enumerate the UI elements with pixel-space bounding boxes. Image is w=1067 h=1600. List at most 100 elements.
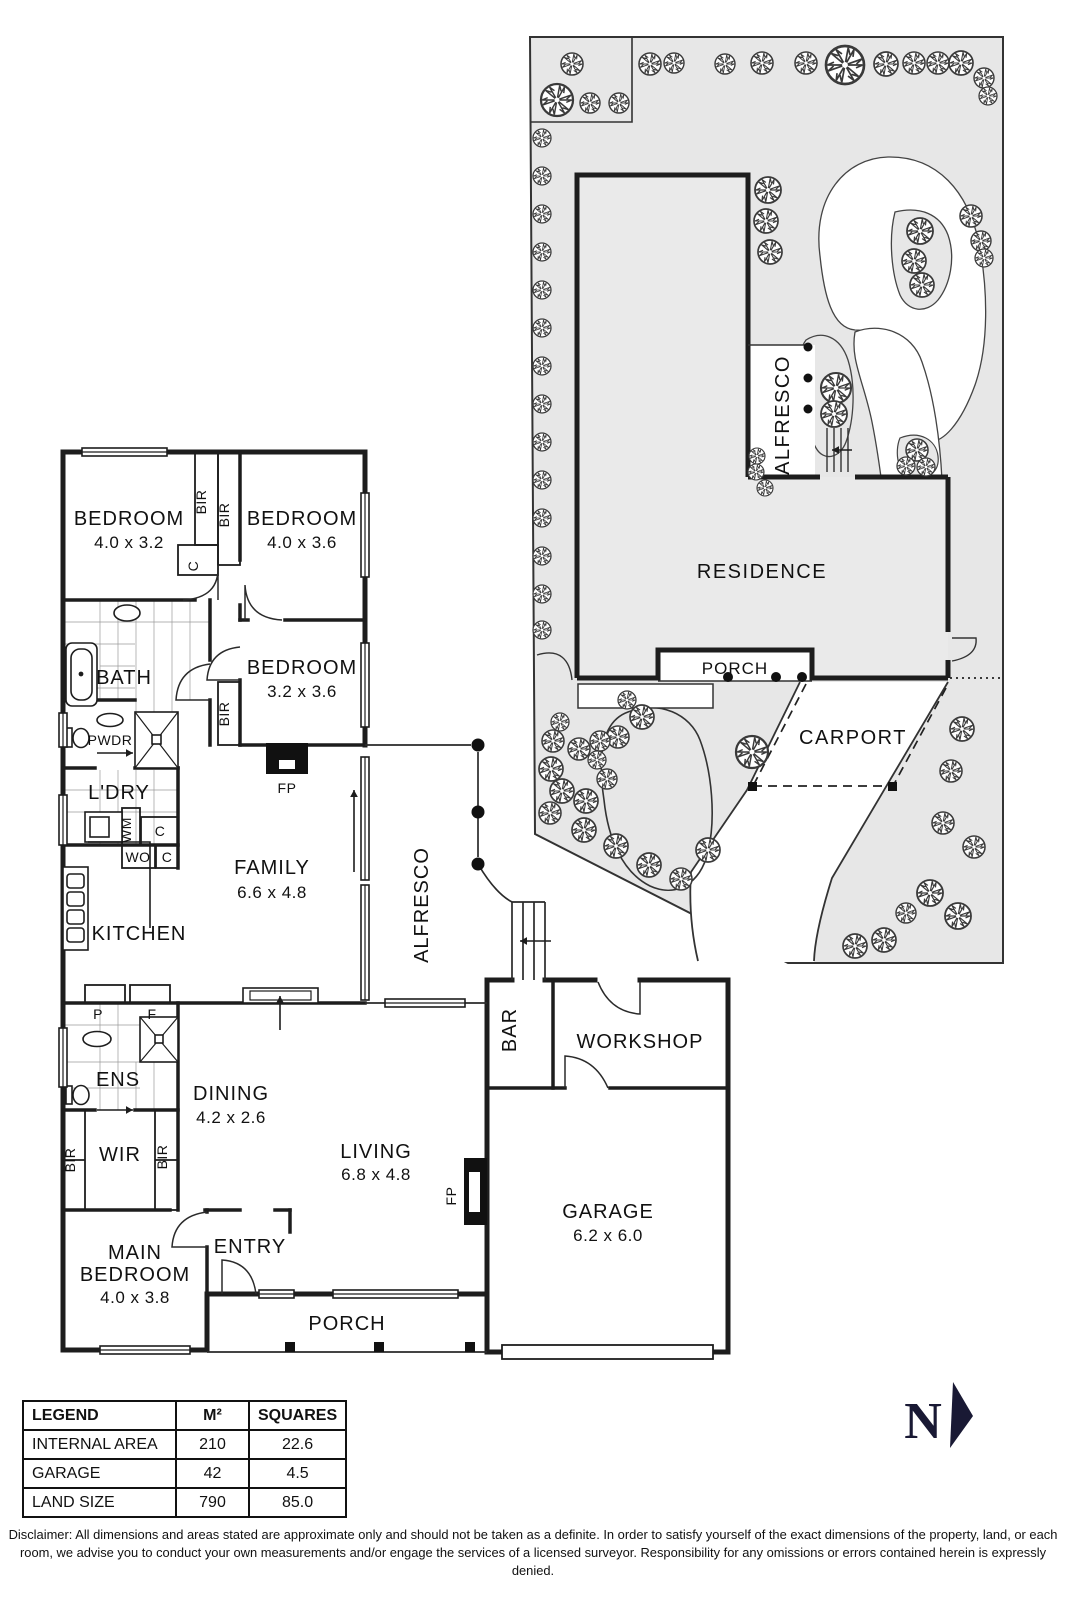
window-symbol — [58, 712, 68, 748]
direction-arrow-icon — [97, 749, 133, 757]
tree-icon — [974, 248, 994, 268]
ens-toilet-tank — [65, 1085, 73, 1105]
driveway — [690, 682, 948, 962]
cupboard-label: C — [155, 823, 166, 839]
tree-branches — [618, 691, 636, 709]
tree-branches — [897, 457, 915, 475]
tree-branches — [597, 769, 617, 789]
tree-branches — [607, 726, 629, 748]
tree-icon — [962, 835, 986, 859]
door-arc — [564, 1055, 609, 1089]
door-arc — [597, 981, 641, 1015]
window-symbol — [81, 447, 168, 457]
fixture-labels: BIR BIR BIR BIR BIR C C C WM WO FP FP P … — [62, 490, 459, 1206]
tree-branches — [588, 751, 606, 769]
floor-plan: BEDROOM 4.0 x 3.2 BEDROOM 4.0 x 3.6 BEDR… — [58, 446, 852, 1360]
tree-branches — [533, 129, 551, 147]
tree-icon — [603, 833, 629, 859]
tree-branches — [572, 818, 596, 842]
tree-icon — [532, 584, 552, 604]
tree-icon — [909, 272, 935, 298]
legend-table: LEGEND M² SQUARES INTERNAL AREA 210 22.6… — [22, 1400, 348, 1518]
entry-label: ENTRY — [214, 1236, 286, 1258]
legend-row-m2: 210 — [175, 1429, 250, 1460]
window-symbol — [58, 1027, 68, 1088]
posts-group — [285, 738, 485, 1352]
bir-label: BIR — [193, 490, 209, 515]
tree-icon — [916, 457, 936, 477]
porch-post — [285, 1342, 295, 1352]
tree-icon — [629, 704, 655, 730]
table-row: GARAGE 42 4.5 — [22, 1458, 348, 1489]
tile-grid — [63, 600, 210, 1110]
tree-icon — [754, 176, 782, 204]
tree-icon — [532, 546, 552, 566]
tree-icon — [944, 902, 972, 930]
pwdr-shower-rose — [151, 734, 162, 745]
site-porch-slab — [658, 650, 812, 681]
tree-branches — [826, 47, 864, 83]
windows-group — [58, 447, 466, 1355]
tree-icon — [571, 817, 597, 843]
driveway-left-edge — [689, 681, 801, 962]
tree-icon — [636, 852, 662, 878]
tree-icon — [949, 716, 975, 742]
direction-arrow-icon — [276, 996, 284, 1030]
alfresco-post — [471, 857, 485, 871]
tree-branches — [533, 547, 551, 565]
site-box-line — [530, 37, 633, 123]
tree-icon — [959, 204, 983, 228]
tree-icon — [939, 759, 963, 783]
tree-branches — [945, 904, 971, 928]
tree-icon — [608, 92, 630, 114]
door-arc — [171, 1211, 208, 1248]
legend-row-label: GARAGE — [22, 1458, 177, 1489]
bedroom1-label: BEDROOM — [74, 508, 184, 530]
tree-branches — [949, 51, 973, 75]
wo-label: WO — [125, 849, 150, 865]
family-label: FAMILY — [234, 857, 310, 879]
tree-branches — [754, 209, 778, 233]
arrow-head — [126, 1106, 133, 1114]
tree-branches — [751, 52, 773, 74]
driveway-right-edge — [813, 681, 949, 962]
family-fireplace — [266, 743, 308, 774]
tree-branches — [533, 281, 551, 299]
direction-arrow-icon — [520, 937, 551, 945]
tree-branches — [574, 789, 598, 813]
fp-label: FP — [278, 780, 297, 796]
tree-branches — [533, 433, 551, 451]
trees-group — [532, 44, 998, 959]
tree-icon — [532, 356, 552, 376]
tree-icon — [926, 51, 950, 75]
tree-icon — [819, 371, 853, 405]
tree-branches — [550, 779, 574, 803]
tree-branches — [609, 93, 629, 113]
fireplaces — [266, 743, 487, 1225]
tree-icon — [573, 788, 599, 814]
tree-branches — [917, 458, 935, 476]
legend-row-squares: 22.6 — [247, 1429, 348, 1460]
workshop-label: WORKSHOP — [577, 1031, 704, 1053]
legend-row-label: LAND SIZE — [22, 1487, 177, 1518]
closet-boxes — [62, 451, 241, 1211]
tree-icon — [538, 756, 564, 782]
tree-icon — [532, 204, 552, 224]
fridge-label: F — [147, 1006, 156, 1022]
door-arc — [175, 663, 211, 701]
direction-arrow-icon — [97, 1106, 133, 1114]
tree-branches — [736, 737, 768, 767]
tree-branches — [533, 395, 551, 413]
garage-door — [501, 1344, 714, 1360]
tree-icon — [669, 867, 693, 891]
ens-basin — [82, 1030, 112, 1048]
door-arc — [206, 646, 241, 681]
garden-notch-curve — [536, 652, 573, 681]
carport-dashed-lines — [752, 677, 1003, 787]
tree-icon — [532, 394, 552, 414]
room-labels: BEDROOM 4.0 x 3.2 BEDROOM 4.0 x 3.6 BEDR… — [74, 508, 704, 1335]
bir-label: BIR — [154, 1145, 170, 1170]
tree-branches — [896, 903, 916, 923]
window-symbol — [384, 998, 466, 1008]
window-symbol — [258, 1289, 295, 1299]
